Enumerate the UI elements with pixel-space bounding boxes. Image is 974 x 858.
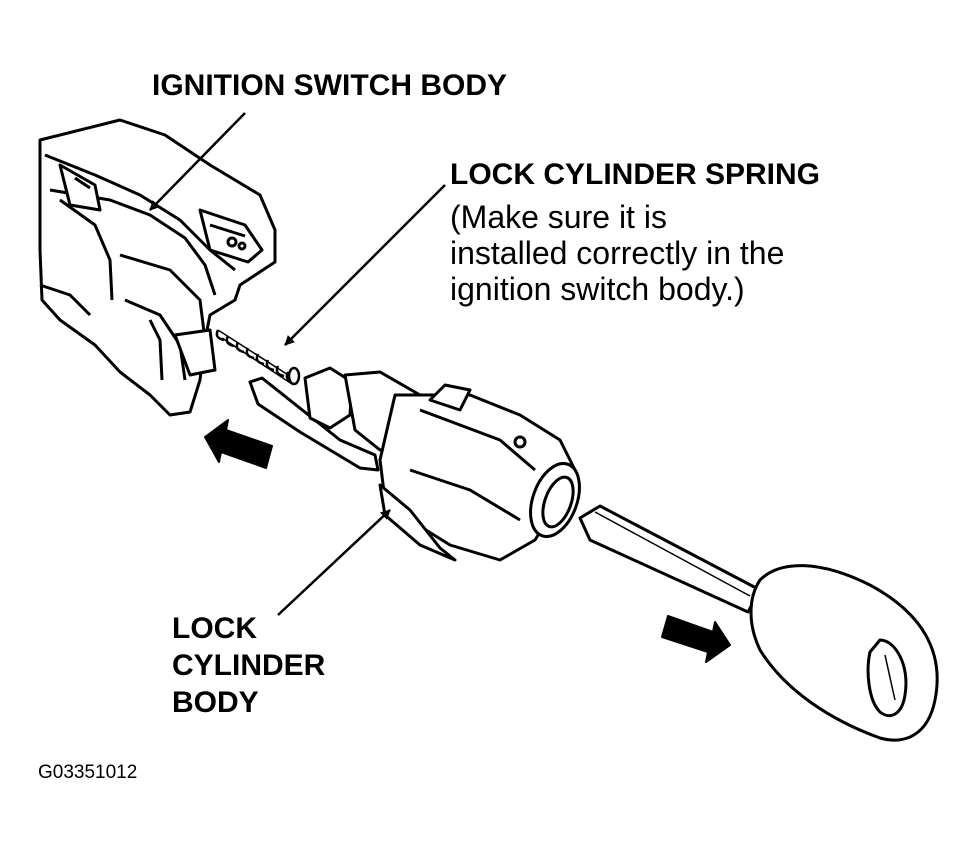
lock-cylinder-body <box>248 366 581 562</box>
ignition-switch-body <box>38 118 277 417</box>
spring-installation-note: (Make sure it is installed correctly in … <box>450 199 784 307</box>
spring-note-line-1: (Make sure it is <box>450 199 667 235</box>
direction-arrows <box>204 419 731 663</box>
lock-label-line-1: LOCK <box>172 612 257 645</box>
figure-code: G03351012 <box>38 762 138 783</box>
leader-arrow-switch <box>149 112 246 211</box>
leader-arrow-cylinder <box>277 509 391 616</box>
spring-note-line-2: installed correctly in the <box>450 235 785 271</box>
direction-arrow-insert <box>204 419 273 469</box>
ignition-switch-body-label: IGNITION SWITCH BODY <box>152 69 507 102</box>
lock-cylinder-spring <box>215 329 301 386</box>
direction-arrow-remove <box>661 615 731 663</box>
ignition-key <box>578 504 939 742</box>
leader-arrow-spring <box>284 184 446 346</box>
leader-arrows <box>149 112 446 616</box>
spring-note-line-3: ignition switch body.) <box>450 271 745 307</box>
lock-label-line-2: CYLINDER <box>172 649 326 682</box>
lock-cylinder-body-label: LOCK CYLINDER BODY <box>172 610 325 721</box>
lock-label-line-3: BODY <box>172 686 259 719</box>
lock-cylinder-spring-label: LOCK CYLINDER SPRING <box>450 158 821 191</box>
